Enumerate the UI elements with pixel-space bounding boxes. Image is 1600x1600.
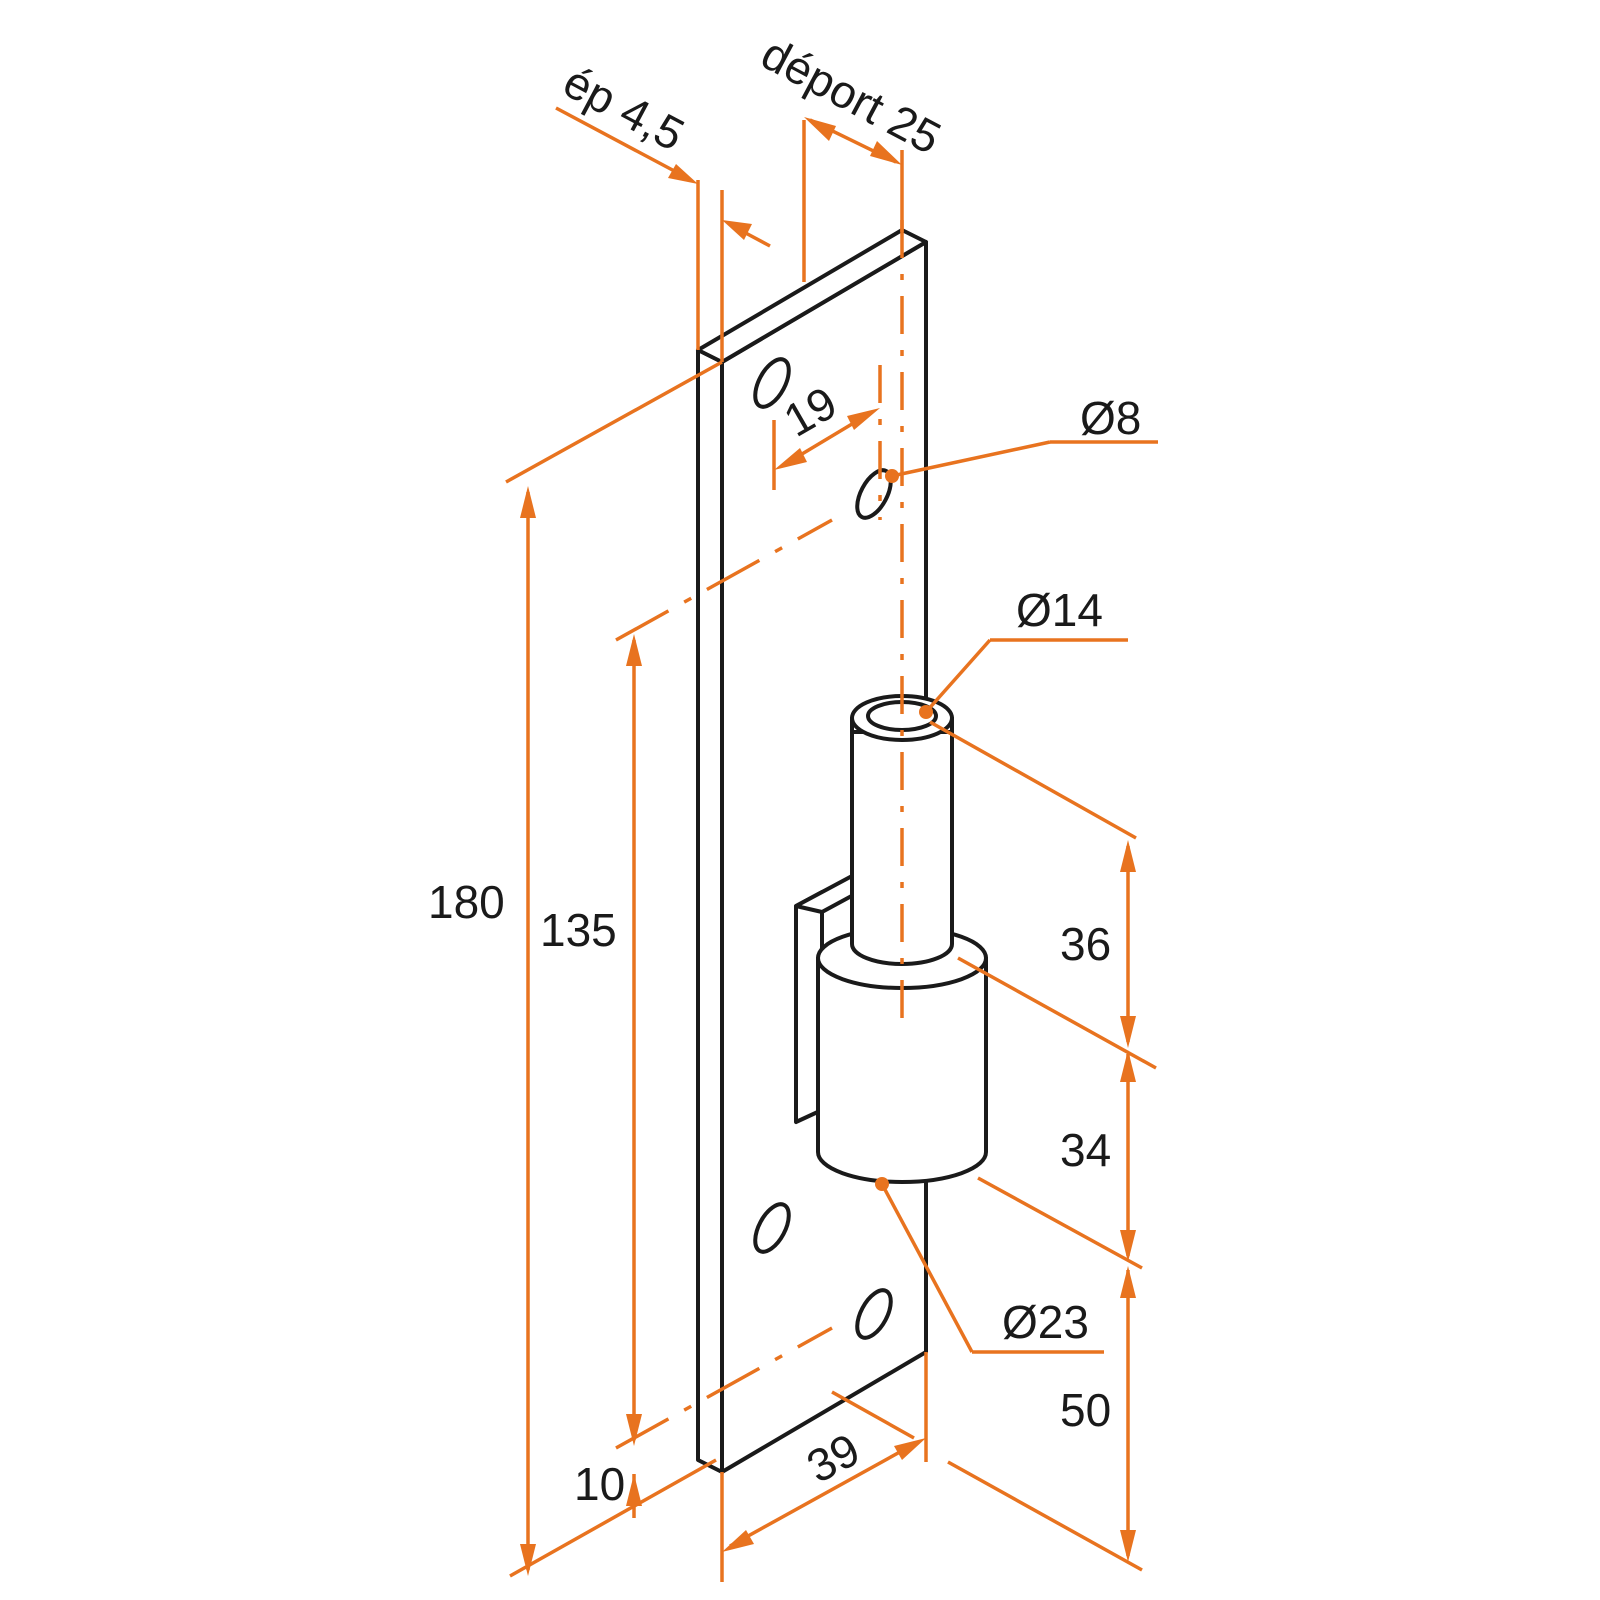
label-offset: déport 25 xyxy=(753,27,949,164)
arrow-19-left xyxy=(774,448,807,470)
label-d23: Ø23 xyxy=(1002,1296,1089,1348)
arrow-10 xyxy=(626,1474,642,1506)
arrow-50-bottom xyxy=(1120,1530,1136,1562)
arrow-180-top xyxy=(520,486,536,518)
arrow-offset-left xyxy=(804,117,836,141)
arrow-thick-2 xyxy=(722,220,752,240)
ext-line-cyl-bottom xyxy=(977,1176,1143,1270)
arrow-19-right xyxy=(847,408,880,430)
arrow-39-right xyxy=(894,1438,926,1460)
ext-line-plate-bottom xyxy=(509,1458,717,1578)
arrow-34-bottom xyxy=(1120,1230,1136,1262)
arrow-36-top xyxy=(1120,840,1136,872)
dim-hole-diameter: Ø8 xyxy=(885,392,1158,483)
dim-line-39 xyxy=(729,1440,919,1548)
arrow-180-bottom xyxy=(520,1544,536,1576)
center-lines xyxy=(878,220,904,1030)
label-10: 10 xyxy=(574,1458,625,1510)
dim-cylinder-diameter: Ø23 xyxy=(875,1177,1104,1354)
label-135: 135 xyxy=(540,904,617,956)
arrow-offset-right xyxy=(870,141,902,165)
label-50: 50 xyxy=(1060,1384,1111,1436)
label-39: 39 xyxy=(798,1423,868,1493)
cylinder-body xyxy=(816,956,988,1184)
label-180: 180 xyxy=(428,876,505,928)
dim-right-stack: 36 34 50 xyxy=(929,720,1157,1572)
ext-line-pin-top xyxy=(929,720,1137,840)
ext-line-plate-top xyxy=(505,360,723,484)
arrow-thick-1 xyxy=(668,164,698,184)
screw-hole-bottom-left xyxy=(753,1202,791,1254)
label-d8: Ø8 xyxy=(1080,392,1141,444)
ext-line-lower-holes xyxy=(615,1326,833,1450)
arrow-36-bottom xyxy=(1120,1016,1136,1048)
dim-pin-diameter: Ø14 xyxy=(919,584,1128,719)
hinge-cylinder xyxy=(816,926,988,1184)
arrow-50-top xyxy=(1120,1266,1136,1298)
screw-hole-bottom-right xyxy=(855,1288,893,1340)
arrow-135-bottom xyxy=(626,1414,642,1446)
leader-d8 xyxy=(891,440,1051,478)
plate-side-face xyxy=(696,348,724,1474)
screw-hole-top-right xyxy=(855,468,893,520)
dim-thickness: ép 4,5 xyxy=(555,55,771,362)
ext-line-cyl-top xyxy=(957,956,1157,1070)
plate-top-edge xyxy=(696,228,928,364)
label-d14: Ø14 xyxy=(1016,584,1103,636)
ext-line-width-slant xyxy=(831,1390,915,1440)
dim-left-stack: 180 135 10 xyxy=(428,360,833,1578)
arrow-39-left xyxy=(722,1530,754,1552)
leader-d14 xyxy=(924,638,992,714)
arrow-135-top xyxy=(626,634,642,666)
leader-thick-1 xyxy=(555,106,681,176)
screw-hole-top-left xyxy=(753,357,791,409)
screw-holes xyxy=(753,357,893,1340)
arrow-34-top xyxy=(1120,1050,1136,1082)
ext-line-upper-holes xyxy=(615,518,833,642)
label-34: 34 xyxy=(1060,1124,1111,1176)
ext-line-plate-corner xyxy=(947,1460,1143,1572)
label-36: 36 xyxy=(1060,918,1111,970)
leader-d23 xyxy=(880,1183,974,1353)
